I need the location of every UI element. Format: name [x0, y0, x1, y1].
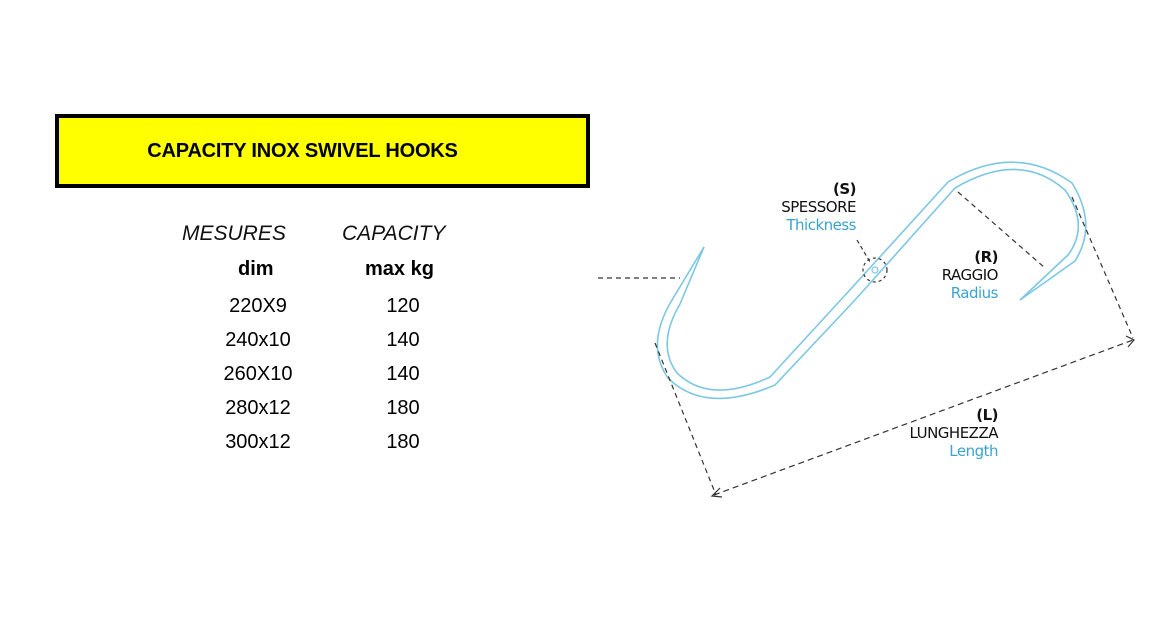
length-line: [713, 339, 1134, 496]
table-cell-kg: 180: [386, 431, 420, 453]
col-sub-dim: dim: [238, 258, 274, 280]
table-cell-kg: 140: [386, 363, 420, 385]
page-title: CAPACITY INOX SWIVEL HOOKS: [147, 139, 458, 162]
radius-line: [957, 191, 1046, 269]
table-cell-kg: 180: [386, 397, 420, 419]
col-header-mesures: MESURES: [182, 222, 286, 245]
table-cell-dim: 220X9: [229, 295, 287, 317]
thickness-marker: [862, 257, 888, 283]
table-cell-kg: 120: [386, 295, 420, 317]
table-cell-dim: 260X10: [223, 363, 293, 385]
label-length: (L) LUNGHEZZA Length: [909, 406, 998, 460]
table-cell-dim: 240x10: [225, 329, 291, 351]
hook-outline-outer: [656, 168, 1080, 400]
hook-outline-inner: [666, 161, 1087, 391]
table-cell-dim: 280x12: [225, 397, 291, 419]
label-radius: (R) RAGGIO Radius: [941, 248, 999, 302]
title-banner: CAPACITY INOX SWIVEL HOOKS: [55, 114, 590, 188]
label-thickness: (S) SPESSORE Thickness: [781, 180, 856, 234]
col-sub-maxkg: max kg: [365, 258, 434, 280]
table-cell-dim: 300x12: [225, 431, 291, 453]
table-cell-kg: 140: [386, 329, 420, 351]
col-header-capacity: CAPACITY: [342, 222, 446, 245]
